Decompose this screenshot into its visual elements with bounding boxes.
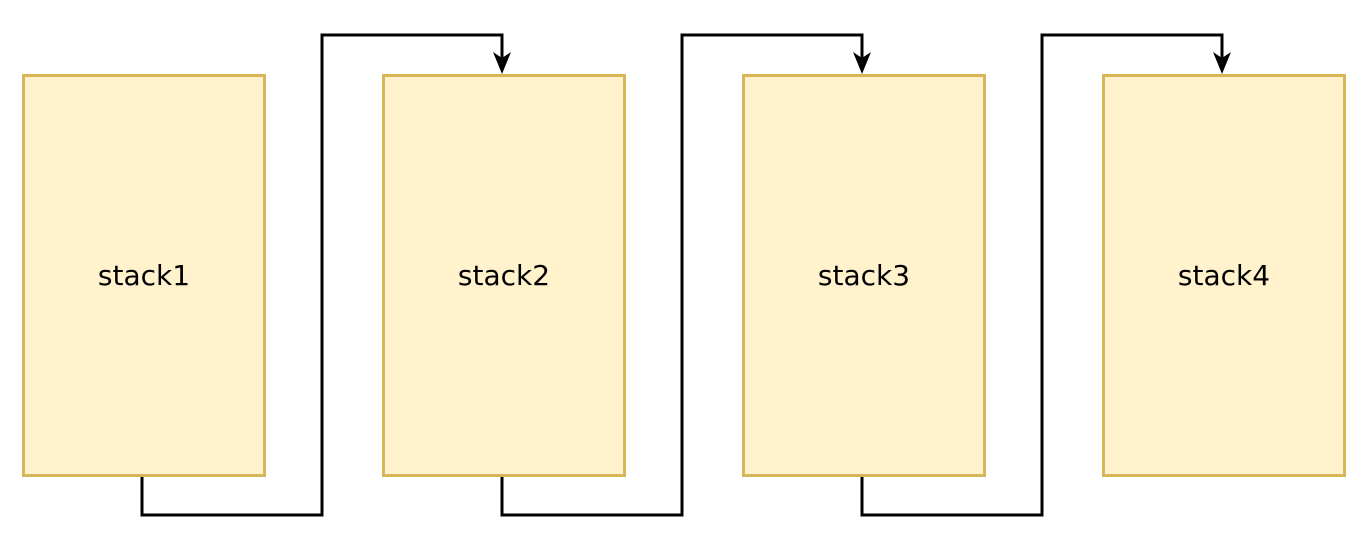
arrowhead-icon (493, 52, 511, 74)
node-label: stack2 (457, 259, 551, 292)
edge-stack3-stack4 (860, 33, 1224, 517)
node-label: stack3 (817, 259, 911, 292)
edge-stack1-stack2 (140, 33, 504, 517)
node-stack3[interactable]: stack3 (742, 74, 986, 477)
arrowhead-icon (1213, 52, 1231, 74)
node-stack1[interactable]: stack1 (22, 74, 266, 477)
arrowhead-icon (853, 52, 871, 74)
node-label: stack1 (97, 259, 191, 292)
node-stack4[interactable]: stack4 (1102, 74, 1346, 477)
edge-stack2-stack3 (500, 33, 864, 517)
node-label: stack4 (1177, 259, 1271, 292)
node-stack2[interactable]: stack2 (382, 74, 626, 477)
